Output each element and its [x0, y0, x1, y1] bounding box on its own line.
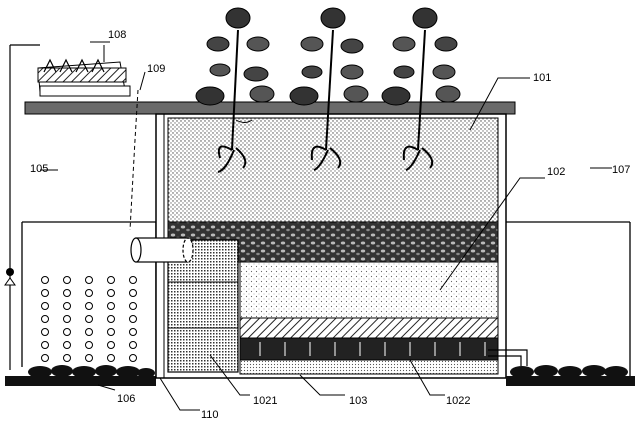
plant-center: [289, 7, 369, 171]
dosing-device-108: [37, 45, 131, 97]
right-chamber-107: [506, 221, 635, 386]
soil-layer-101: [167, 117, 499, 223]
return-pipe-left: [9, 44, 40, 370]
label-106: 106: [117, 393, 135, 405]
label-1021: 1021: [253, 395, 277, 407]
label-105: 105: [30, 163, 48, 175]
labels: 101 102 103 105 106 107 108 109 110 1021…: [30, 29, 630, 421]
aeration-bubbles: [41, 276, 137, 362]
plant-left: [195, 7, 275, 173]
left-bottom-sediment: [5, 365, 156, 386]
inlet-pipe: [130, 237, 194, 263]
hatched-layer: [239, 317, 499, 339]
bottom-layer-103: [239, 359, 499, 375]
drain-layer-1022: [239, 337, 499, 361]
label-102: 102: [547, 166, 565, 178]
plant-right: [381, 7, 461, 171]
label-101: 101: [533, 72, 551, 84]
right-bottom-sediment: [506, 365, 635, 386]
label-109: 109: [147, 63, 165, 75]
label-107: 107: [612, 164, 630, 176]
substrate-layer-102: [239, 261, 499, 319]
label-108: 108: [108, 29, 126, 41]
pump-icon: [4, 268, 16, 286]
dashed-pipe-109: [129, 89, 139, 231]
label-1022: 1022: [446, 395, 470, 407]
outlet-pipe: [488, 349, 528, 366]
leader-lines: [40, 41, 612, 411]
top-slab: [24, 101, 516, 115]
label-110: 110: [201, 409, 219, 421]
left-chamber-105: [5, 221, 157, 386]
label-103: 103: [349, 395, 367, 407]
